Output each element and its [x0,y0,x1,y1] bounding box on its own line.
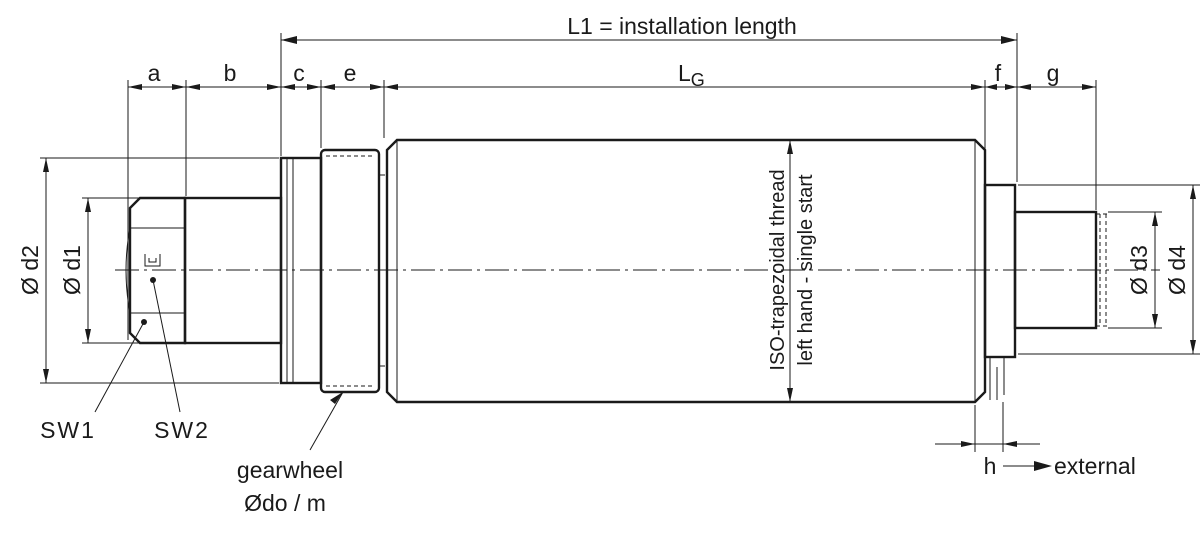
label-c: c [293,60,305,86]
label-d2: Ø d2 [17,245,43,295]
label-external: external [1054,453,1136,479]
part-body [125,138,1110,404]
label-gearwheel-spec: Ødo / m [244,490,326,516]
dimension-lines [43,36,1196,471]
label-gearwheel: gearwheel [237,457,343,483]
label-e: e [344,60,357,86]
label-a: a [148,60,161,86]
label-d4: Ø d4 [1164,245,1190,295]
label-d1: Ø d1 [59,245,85,295]
label-g: g [1047,60,1060,86]
label-thread-direction: left hand - single start [795,174,817,366]
callout-labels: SW1 SW2 gearwheel Ødo / m ISO-trapezoida… [40,169,817,516]
threaded-body [385,138,987,404]
sw2-socket-symbol [141,254,161,325]
dimension-labels: L1 = installation length a b c e LG f g … [17,13,1190,479]
label-h: h [984,453,997,479]
label-sw1: SW1 [40,417,96,443]
extension-lines [40,33,1200,452]
gearwheel [319,148,381,394]
label-sw2: SW2 [154,417,210,443]
label-lg: LG [678,60,705,90]
leader-lines [94,279,344,451]
label-thread-type: ISO-trapezoidal thread [767,169,789,370]
label-l1: L1 = installation length [567,13,797,39]
label-d3: Ø d3 [1126,245,1152,295]
collar [983,183,1017,359]
label-b: b [224,60,237,86]
label-f: f [995,60,1002,86]
